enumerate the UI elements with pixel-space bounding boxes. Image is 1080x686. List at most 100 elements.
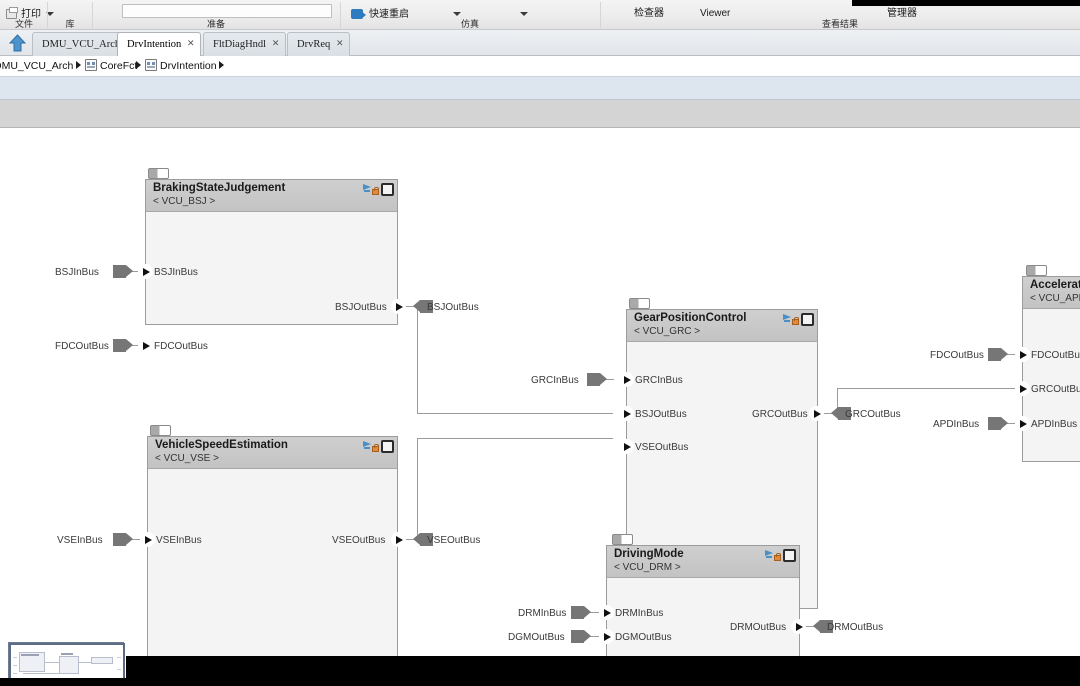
signal-flag-icon (765, 550, 773, 556)
signal-flag-tail-icon (784, 320, 790, 322)
external-inport-vseinbus[interactable] (113, 533, 133, 546)
lock-icon (372, 444, 379, 452)
tab-close-icon[interactable]: ✕ (186, 38, 195, 48)
tab-close-icon[interactable]: ✕ (335, 38, 344, 48)
external-inport-label-drminbus: DRMInBus (518, 608, 567, 619)
manager-button-label[interactable]: 管理器 (887, 8, 917, 19)
viewer-button-label[interactable]: Viewer (700, 8, 731, 19)
port-in-apdinbus[interactable] (1015, 416, 1030, 431)
wire-extin-bsjinbus (126, 271, 140, 272)
block-title: DrivingMode (614, 548, 684, 560)
print-button-label[interactable]: 打印 (21, 9, 41, 20)
tab-label: FltDiagHndl (213, 39, 267, 50)
breadcrumb-item-drvintention[interactable]: DrvIntention (160, 60, 217, 72)
signal-flag-icon (363, 184, 371, 190)
tab-drvintention[interactable]: DrvIntention ✕ (117, 32, 202, 56)
external-outport-bsjoutbus[interactable] (413, 300, 433, 313)
sim-dropdown-caret-2-icon[interactable] (520, 12, 528, 16)
wire-extin-dgmoutbus (584, 636, 602, 637)
subsystem-icon (85, 59, 97, 71)
lock-icon (372, 187, 379, 195)
minimap-block-header (21, 654, 39, 656)
port-label-bsjoutbus-grc: BSJOutBus (635, 409, 687, 420)
subsystem-badge-icon (801, 313, 814, 326)
block-handle-apd[interactable] (1026, 265, 1047, 276)
signal-flag-icon (363, 441, 371, 447)
block-title: BrakingStateJudgement (153, 182, 286, 194)
external-inport-drminbus[interactable] (571, 606, 591, 619)
port-out-grcoutbus[interactable] (809, 406, 824, 421)
signal-flag-tail-icon (364, 190, 370, 192)
block-title: GearPositionControl (634, 312, 747, 324)
port-in-grcinbus[interactable] (619, 372, 634, 387)
breadcrumb-item-dmu-vcu-arch[interactable]: DMU_VCU_Arch (0, 60, 74, 72)
port-in-bsjoutbus-grc[interactable] (619, 406, 634, 421)
port-in-bsjinbus[interactable] (138, 264, 153, 279)
port-label-drmoutbus: DRMOutBus (730, 622, 787, 633)
tab-fltdiaghndl[interactable]: FltDiagHndl ✕ (203, 32, 287, 56)
model-canvas[interactable]: BrakingStateJudgement < VCU_BSJ > BSJInB… (0, 128, 1080, 686)
minimap-wire (45, 662, 59, 663)
external-outport-drmoutbus[interactable] (813, 620, 833, 633)
port-in-grcoutbus-apd[interactable] (1015, 381, 1030, 396)
external-inport-fdcoutbus-apd[interactable] (988, 348, 1008, 361)
print-icon[interactable] (6, 7, 18, 19)
block-handle-drm[interactable] (612, 534, 633, 545)
minimap-block-header (61, 653, 73, 655)
port-in-vseinbus[interactable] (140, 532, 155, 547)
external-inport-label-grcinbus: GRCInBus (531, 375, 579, 386)
port-in-fdcoutbus[interactable] (138, 338, 153, 353)
minimap-tick (13, 665, 17, 666)
minimap-tick (13, 657, 17, 658)
external-outport-vseoutbus[interactable] (413, 533, 433, 546)
lock-icon (774, 553, 781, 561)
block-header (148, 437, 397, 469)
port-out-vseoutbus[interactable] (391, 532, 406, 547)
inspector-button-label[interactable]: 检查器 (634, 8, 664, 19)
tertiary-toolbar-strip (0, 100, 1080, 128)
wire-extin-vseinbus (126, 539, 140, 540)
block-accelerator-pedal[interactable]: Accelerat < VCU_APD (1022, 276, 1080, 462)
minimap-wire (79, 662, 91, 663)
external-outport-label-bsjoutbus: BSJOutBus (427, 302, 479, 313)
quick-restart-icon[interactable] (351, 9, 366, 19)
print-dropdown-caret-icon[interactable] (46, 12, 54, 16)
tab-label: DMU_VCU_Arch (42, 39, 121, 50)
block-vehicle-speed-estimation[interactable]: VehicleSpeedEstimation < VCU_VSE > (147, 436, 398, 686)
quick-restart-button-label[interactable]: 快速重启 (369, 9, 409, 20)
ribbon-divider (92, 2, 93, 28)
block-handle-vse[interactable] (150, 425, 171, 436)
breadcrumb-item-corefct[interactable]: CoreFct (100, 60, 138, 72)
tab-close-icon[interactable]: ✕ (271, 38, 280, 48)
wire-grcout-stub (818, 413, 838, 414)
block-handle-bsj[interactable] (148, 168, 169, 179)
home-up-arrow-icon[interactable] (8, 34, 27, 52)
breadcrumb: DMU_VCU_Arch CoreFct DrvIntention (0, 56, 1080, 76)
signal-flag-tail-icon (364, 447, 370, 449)
external-inport-bsjinbus[interactable] (113, 265, 133, 278)
lock-icon (792, 317, 799, 325)
external-inport-dgmoutbus[interactable] (571, 630, 591, 643)
block-braking-state-judgement[interactable]: BrakingStateJudgement < VCU_BSJ > (145, 179, 398, 325)
sim-dropdown-caret-1-icon[interactable] (453, 12, 461, 16)
subsystem-badge-icon (381, 440, 394, 453)
external-inport-grcinbus[interactable] (587, 373, 607, 386)
signal-flag-icon (783, 314, 791, 320)
port-in-vseoutbus-grc[interactable] (619, 439, 634, 454)
block-header (146, 180, 397, 212)
ribbon-search-input[interactable] (122, 4, 332, 18)
external-outport-grcoutbus[interactable] (831, 407, 851, 420)
port-in-fdcoutbus-apd[interactable] (1015, 347, 1030, 362)
wire-drmout-stub (800, 626, 820, 627)
block-handle-grc[interactable] (629, 298, 650, 309)
port-out-drmoutbus[interactable] (791, 619, 806, 634)
port-in-dgmoutbus[interactable] (599, 629, 614, 644)
external-inport-apdinbus[interactable] (988, 417, 1008, 430)
external-inport-label-fdcoutbus: FDCOutBus (55, 341, 109, 352)
port-out-bsjoutbus[interactable] (391, 299, 406, 314)
external-inport-fdcoutbus[interactable] (113, 339, 133, 352)
block-subtitle: < VCU_GRC > (634, 326, 701, 337)
tab-drvreq[interactable]: DrvReq ✕ (287, 32, 351, 56)
port-in-drminbus[interactable] (599, 605, 614, 620)
port-label-fdcoutbus: FDCOutBus (154, 341, 208, 352)
